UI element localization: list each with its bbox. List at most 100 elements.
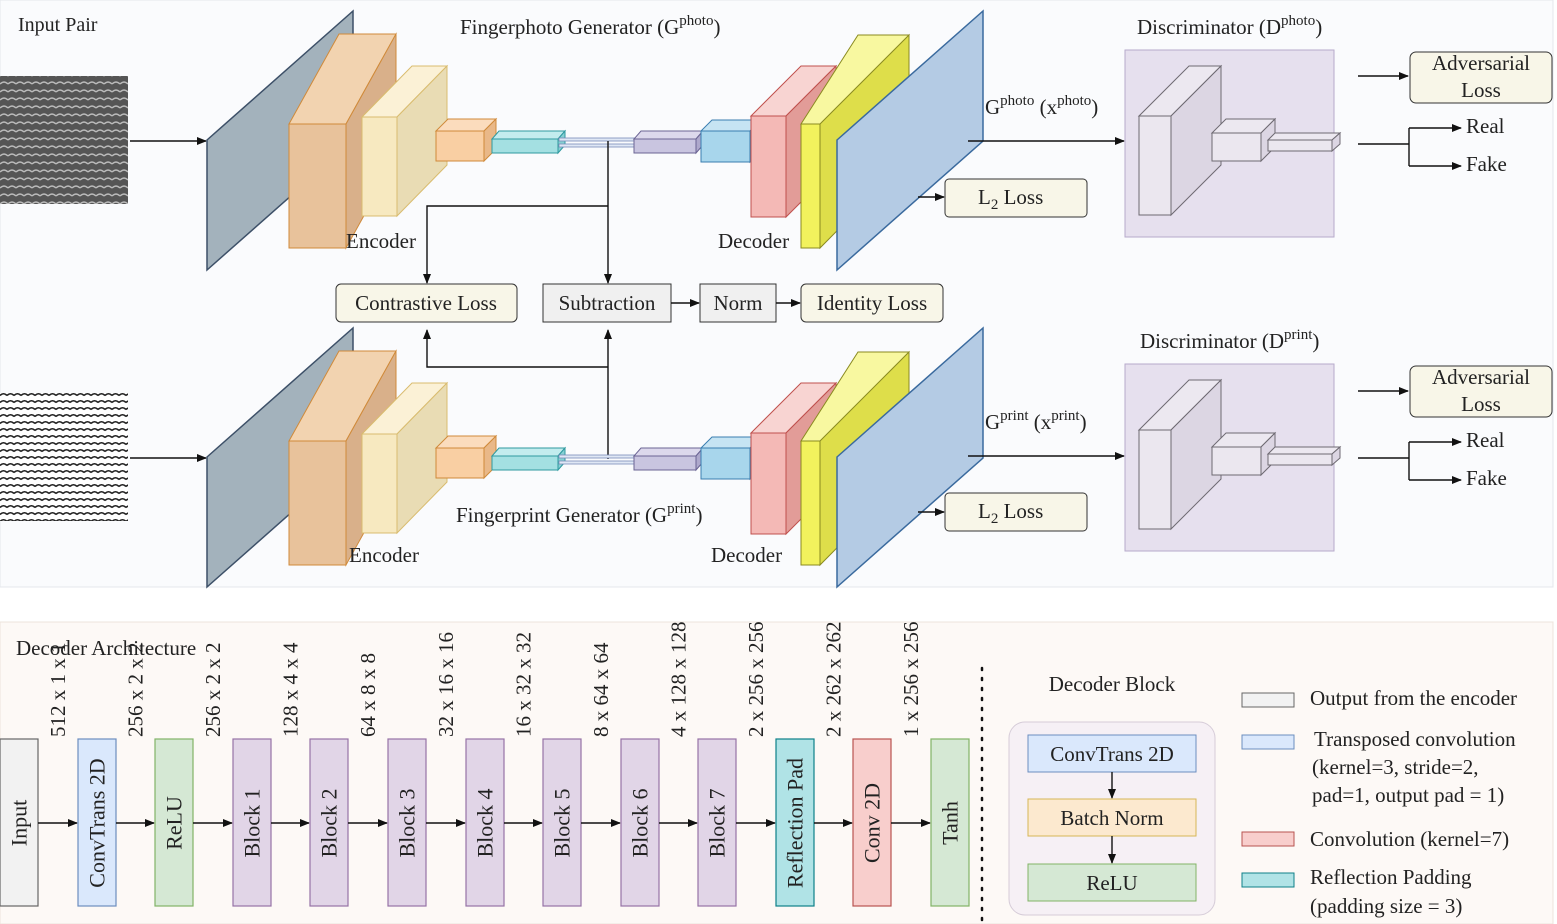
- pipeline-block-label-relu: ReLU: [162, 796, 187, 850]
- fake-label-photo: Fake: [1466, 152, 1507, 176]
- decoder-architecture-title: Decoder Architecture: [16, 636, 196, 660]
- print-gen-output-label: Gprint (xprint): [985, 408, 1087, 434]
- decoder-block-batchnorm: [1027, 798, 1197, 837]
- decoder-block-relu: [1027, 863, 1197, 902]
- pipeline-dim-label: 256 x 2 x 2: [124, 643, 148, 738]
- pipeline-block-label-reflection-pad: Reflection Pad: [783, 758, 808, 888]
- discriminator-print: [1124, 363, 1342, 552]
- l2-loss-label-photo: L2 Loss: [978, 185, 1043, 213]
- photo-gen-output-label: Gphoto (xphoto): [985, 93, 1098, 119]
- fingerprint-image: [0, 393, 128, 521]
- print-latent-to-contrastive-arrow: [423, 329, 608, 368]
- pipeline-dim-label: 64 x 8 x 8: [356, 653, 380, 737]
- pipeline-block-label-conv-2d: Conv 2D: [860, 783, 885, 863]
- pipeline-dim-label: 256 x 2 x 2: [201, 643, 225, 738]
- legend-swatch-encoder-output: [1241, 692, 1295, 708]
- legend-label-reflection-1: Reflection Padding: [1310, 865, 1472, 889]
- pipeline-block-label-block-2: Block 2: [317, 788, 342, 857]
- disc-print-title: Discriminator (Dprint): [1140, 327, 1319, 353]
- adversarial-loss-box-photo: [1409, 51, 1553, 104]
- pipeline-block-relu: [154, 738, 194, 907]
- adversarial-loss-box-print: [1409, 365, 1553, 418]
- discriminator-photo: [1124, 49, 1342, 238]
- encoder-label-top: Encoder: [346, 229, 416, 253]
- pipeline-block-block-7: [697, 738, 737, 907]
- pipeline-block-conv-2d: [852, 738, 892, 907]
- pipeline-block-label-block-4: Block 4: [473, 788, 498, 857]
- subtraction-label: Subtraction: [559, 291, 656, 315]
- pipeline-block-label-convtrans-2d: ConvTrans 2D: [85, 758, 110, 887]
- print-generator: [206, 326, 984, 589]
- decoder-pipeline: Input 512 x 1 x 1 ConvTrans 2D 256 x 2 x 2 R…: [0, 622, 970, 907]
- legend-label-transposed-conv-3: pad=1, output pad = 1): [1312, 783, 1504, 807]
- l2-loss-box-photo: [944, 178, 1088, 218]
- contrastive-loss-box: [335, 283, 518, 323]
- pipeline-block-convtrans-2d: [77, 738, 117, 907]
- decoder-label-top: Decoder: [718, 229, 789, 253]
- legend-label-encoder-output: Output from the encoder: [1310, 686, 1517, 710]
- real-label-print: Real: [1466, 428, 1505, 452]
- bottleneck-block: [490, 129, 567, 155]
- legend-label-transposed-conv-1: Transposed convolution: [1314, 727, 1516, 751]
- pipeline-block-label-block-3: Block 3: [395, 788, 420, 857]
- pipeline-dim-label: 128 x 4 x 4: [279, 642, 303, 737]
- photo-generator: [206, 9, 984, 272]
- encoder-block-2: [360, 64, 449, 218]
- legend-swatch-conv: [1241, 831, 1295, 847]
- adversarial-loss-label-print-1: Adversarial: [1432, 365, 1530, 389]
- input-pair-label: Input Pair: [18, 14, 98, 36]
- pipeline-block-input: [0, 738, 39, 907]
- pipeline-block-reflection-pad: [775, 738, 815, 907]
- decoder-label-bottom: Decoder: [711, 543, 782, 567]
- adversarial-loss-label-photo-1: Adversarial: [1432, 51, 1530, 75]
- legend-label-reflection-2: (padding size = 3): [1310, 894, 1462, 918]
- encoder-label-bottom: Encoder: [349, 543, 419, 567]
- decoder-block-title: Decoder Block: [1049, 672, 1176, 696]
- pipeline-dim-label: 2 x 256 x 256: [744, 622, 768, 738]
- subtraction-box: [542, 283, 672, 323]
- adversarial-loss-label-print-2: Loss: [1461, 392, 1501, 416]
- latent-to-contrastive-arrow: [423, 205, 608, 284]
- pipeline-block-block-5: [542, 738, 582, 907]
- decoder-block-convtrans: [1027, 734, 1197, 773]
- fingerphoto-image: [0, 76, 128, 204]
- fake-label-print: Fake: [1466, 466, 1507, 490]
- latent-block: [632, 129, 705, 155]
- contrastive-loss-label: Contrastive Loss: [355, 291, 497, 315]
- print-generator-title: Fingerprint Generator (Gprint): [456, 501, 702, 527]
- pipeline-dim-label: 2 x 262 x 262: [822, 622, 846, 738]
- decoder-block-convtrans-label: ConvTrans 2D: [1050, 742, 1174, 766]
- decoder-block-relu-label: ReLU: [1086, 871, 1137, 895]
- pipeline-block-block-1: [232, 738, 272, 907]
- legend-swatch-reflection: [1241, 872, 1295, 888]
- pipeline-dim-label: 1 x 256 x 256: [899, 622, 923, 738]
- pipeline-block-label-input: Input: [7, 800, 32, 846]
- pipeline-block-tanh: [930, 738, 970, 907]
- pipeline-dim-label: 32 x 16 x 16: [434, 632, 458, 737]
- pipeline-dim-label: 16 x 32 x 32: [512, 632, 536, 737]
- disc-photo-title: Discriminator (Dphoto): [1137, 13, 1322, 39]
- pipeline-block-label-block-6: Block 6: [628, 788, 653, 857]
- legend-label-transposed-conv-2: (kernel=3, stride=2,: [1312, 755, 1479, 779]
- legend: Output from the encoder Transposed convo…: [1241, 686, 1517, 918]
- pipeline-block-label-block-5: Block 5: [550, 788, 575, 857]
- pipeline-dim-label: 512 x 1 x 1: [46, 643, 70, 738]
- pipeline-block-label-tanh: Tanh: [938, 801, 963, 845]
- encoder-block-3: [434, 117, 498, 163]
- photo-generator-title: Fingerphoto Generator (Gphoto): [460, 13, 720, 39]
- pipeline-dim-label: 4 x 128 x 128: [667, 622, 691, 738]
- l2-loss-label-print: L2 Loss: [978, 499, 1043, 527]
- pipeline-dim-label: 8 x 64 x 64: [589, 642, 613, 737]
- pipeline-block-block-3: [387, 738, 427, 907]
- identity-loss-box: [800, 283, 944, 323]
- pipeline-block-label-block-1: Block 1: [240, 788, 265, 857]
- pipeline-block-label-block-7: Block 7: [705, 788, 730, 857]
- legend-swatch-transposed-conv: [1241, 734, 1295, 750]
- pipeline-block-block-4: [465, 738, 505, 907]
- adversarial-loss-label-photo-2: Loss: [1461, 78, 1501, 102]
- decoder-block-batchnorm-label: Batch Norm: [1060, 806, 1163, 830]
- l2-loss-box-print: [944, 492, 1088, 532]
- norm-label: Norm: [714, 291, 763, 315]
- pipeline-block-block-6: [620, 738, 660, 907]
